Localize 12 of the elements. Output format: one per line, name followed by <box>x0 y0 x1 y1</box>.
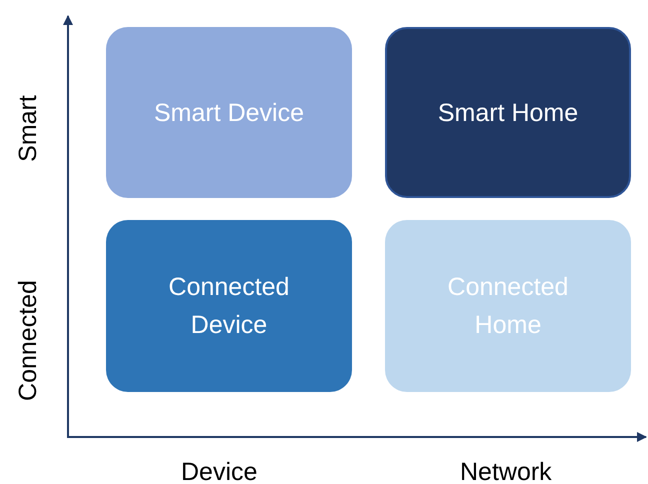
quadrant-label: Smart Device <box>154 98 304 128</box>
quadrant-box <box>106 220 352 392</box>
x-axis-label: Device <box>181 458 258 484</box>
quadrant-box <box>385 27 631 198</box>
quadrant-label: Connected Device <box>168 272 290 341</box>
quadrant-label: Connected Home <box>446 272 570 341</box>
quadrant-box <box>385 220 631 392</box>
quadrant-box <box>106 27 352 198</box>
x-axis-label: Network <box>460 458 552 484</box>
y-axis-label: Connected <box>13 280 42 400</box>
quadrant-label: Smart Home <box>438 98 578 128</box>
y-axis-label: Smart <box>13 94 42 162</box>
